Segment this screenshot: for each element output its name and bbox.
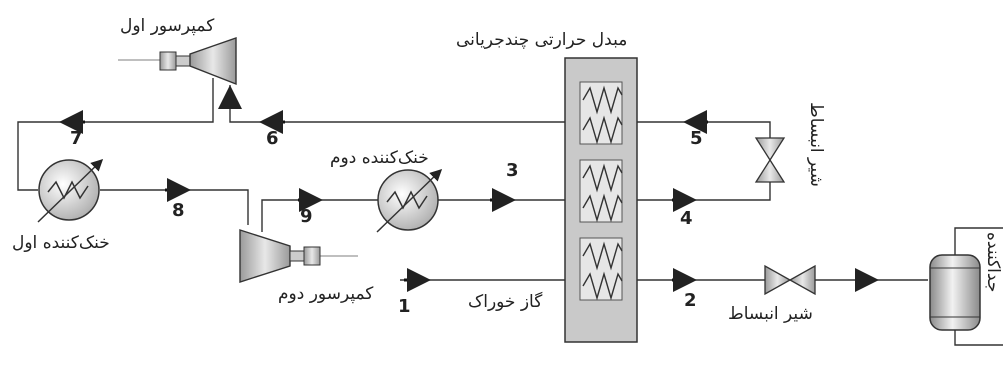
stream-number: 4 (680, 208, 693, 229)
multistream-heat-exchanger (564, 57, 638, 343)
stream-number: 3 (506, 160, 519, 181)
first-cooler (37, 158, 104, 223)
air-arrows (160, 56, 318, 260)
flow-arrows (59, 85, 879, 292)
first-cooler-label: خنک‌کننده اول (12, 233, 110, 253)
feed-gas-label: گاز خوراک (468, 292, 543, 312)
expansion-valve-top-label: شیر انبساط (806, 102, 826, 187)
stream-number: 7 (70, 128, 83, 149)
stream-number: 2 (684, 290, 697, 311)
expansion-valve-bottom-label: شیر انبساط (728, 304, 813, 324)
first-compressor (159, 37, 237, 86)
second-compressor (239, 229, 321, 283)
second-cooler (376, 168, 443, 233)
expansion-valve-horizontal (764, 264, 816, 296)
stream-number: 9 (300, 206, 313, 227)
stream-number: 8 (172, 200, 185, 221)
second-compressor-label: کمپرسور دوم (278, 284, 374, 304)
stream-number: 1 (398, 296, 411, 317)
heat-exchanger-label: مبدل حرارتی چندجریانی (456, 30, 628, 50)
expansion-valve-vertical (754, 137, 786, 183)
separator-vessel (929, 254, 981, 331)
separator-label: جداکننده (983, 232, 1003, 293)
first-compressor-label: کمپرسور اول (120, 16, 215, 36)
stream-number: 5 (690, 128, 703, 149)
second-cooler-label: خنک‌کننده دوم (330, 148, 429, 168)
stream-number: 6 (266, 128, 279, 149)
